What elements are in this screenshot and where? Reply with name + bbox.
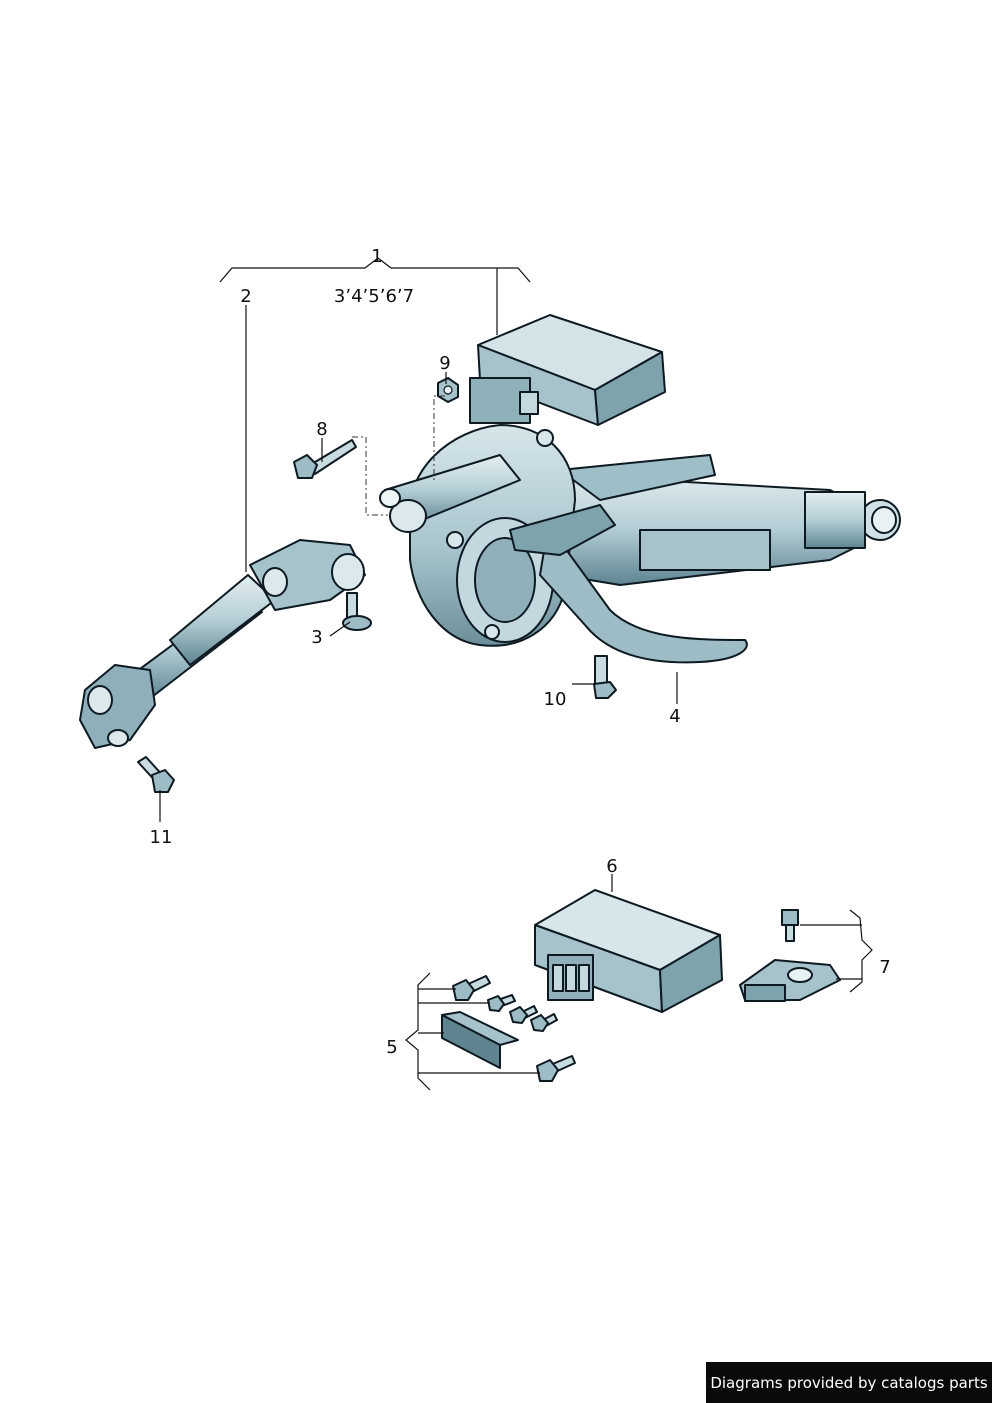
callout-4: 4 <box>669 706 680 727</box>
upper-universal-joint <box>249 539 366 611</box>
steering-column-assembly <box>379 314 901 664</box>
screw-3 <box>342 592 372 631</box>
bracket-7 <box>739 959 841 1002</box>
callout-2: 2 <box>240 286 251 307</box>
nut-9 <box>437 377 459 403</box>
clip-5 <box>441 1011 519 1069</box>
callout-10: 10 <box>544 689 567 710</box>
bolt-5d <box>530 1013 558 1032</box>
assembly-guides <box>352 395 445 516</box>
column-control-unit <box>469 314 666 426</box>
fastener-set-5 <box>441 975 576 1082</box>
bolt-5e <box>536 1055 576 1082</box>
screw-7 <box>781 909 799 942</box>
callout-1: 1 <box>371 246 382 267</box>
intermediate-shaft <box>79 539 366 749</box>
bolt-5a <box>452 975 491 1001</box>
input-shaft-stub <box>379 454 521 533</box>
bolt-10 <box>593 655 617 699</box>
credit-banner: Diagrams provided by catalogs parts <box>706 1362 992 1403</box>
lower-universal-joint <box>79 664 156 749</box>
bolt-5b <box>487 994 516 1012</box>
callout-7: 7 <box>879 957 890 978</box>
bolt-8 <box>293 439 357 479</box>
control-unit-6 <box>534 889 723 1013</box>
callout-3: 3 <box>311 627 322 648</box>
callout-6: 6 <box>606 856 617 877</box>
callout-9: 9 <box>439 353 450 374</box>
callout-1-subparts: 3ʼ4ʼ5ʼ6ʼ7 <box>334 286 414 307</box>
callout-8: 8 <box>316 419 327 440</box>
bolt-5c <box>509 1005 538 1024</box>
leader-lines <box>159 257 873 1091</box>
callout-11: 11 <box>150 827 173 848</box>
callout-5: 5 <box>386 1037 397 1058</box>
adjustment-lever <box>509 504 748 664</box>
callouts: 1 3ʼ4ʼ5ʼ6ʼ7 2 3 4 5 6 7 8 9 10 11 <box>150 246 891 1058</box>
bolt-11 <box>137 756 175 793</box>
